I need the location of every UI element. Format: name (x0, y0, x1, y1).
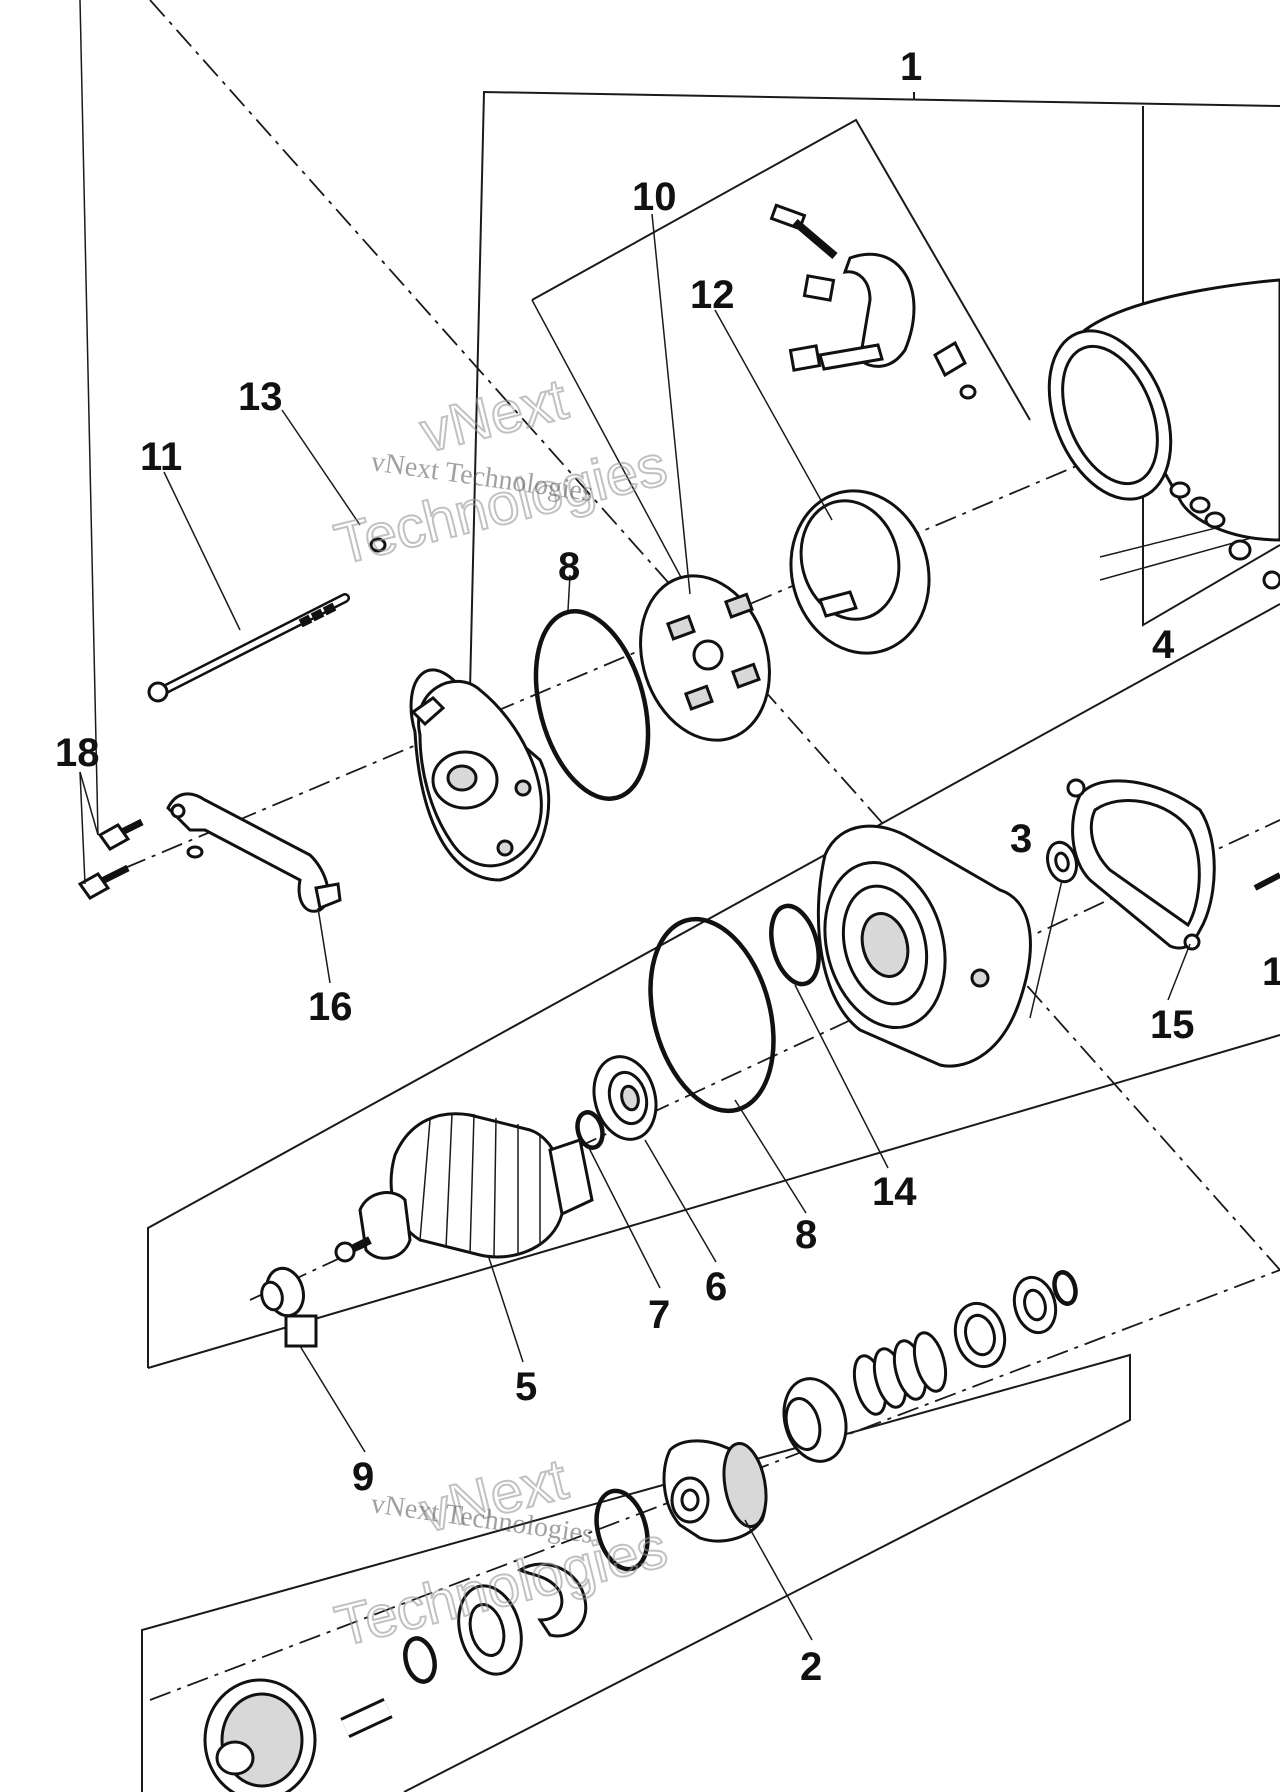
thrust-washer (457, 1584, 523, 1676)
callout-1-right: 1 (1262, 950, 1280, 994)
collar (1012, 1275, 1058, 1335)
yoke-housing (1047, 278, 1280, 590)
callout-6: 6 (705, 1265, 727, 1309)
spring-seat (953, 1301, 1007, 1369)
callout-13: 13 (238, 375, 283, 419)
callout-labels: 1 2 3 4 5 6 7 8 8 9 10 11 12 13 14 15 16… (55, 45, 1280, 1689)
sleeve (782, 1377, 848, 1463)
callout-3: 3 (1010, 817, 1032, 861)
callout-4: 4 (1152, 623, 1175, 667)
rear-end-cover (409, 668, 551, 882)
callout-10: 10 (632, 175, 677, 219)
callout-14: 14 (872, 1170, 917, 1214)
terminal-brush-assembly (769, 203, 977, 400)
callout-8-lower: 8 (795, 1213, 817, 1257)
o-ring-lower (648, 916, 776, 1114)
callout-15: 15 (1150, 1003, 1195, 1047)
front-housing (816, 824, 1032, 1068)
brush-holder-plate (639, 574, 771, 742)
callout-2: 2 (800, 1645, 822, 1689)
callout-11: 11 (140, 435, 182, 479)
bearing (592, 1055, 658, 1141)
assembly-brackets (141, 90, 1280, 1792)
stay-bracket (166, 792, 342, 913)
retainer-ring (594, 1488, 650, 1572)
mounting-bolts (77, 818, 144, 900)
through-bolt (147, 537, 387, 703)
clip-ring (1052, 1270, 1078, 1306)
callout-5: 5 (515, 1365, 537, 1409)
o-ring-small (769, 903, 821, 987)
pinion-shaft (203, 1678, 393, 1792)
callout-8-upper: 8 (558, 545, 580, 589)
commutator-end-frame (789, 489, 931, 655)
callout-12: 12 (690, 273, 735, 317)
screw-right (1253, 872, 1280, 891)
callout-9: 9 (352, 1455, 374, 1499)
armature (334, 1112, 594, 1263)
bushing (260, 1266, 318, 1348)
callout-18: 18 (55, 731, 100, 775)
callout-7: 7 (648, 1293, 670, 1337)
spring (852, 1331, 948, 1416)
leader-lines (79, 0, 1191, 1641)
callout-16: 16 (308, 985, 353, 1029)
callout-1: 1 (900, 45, 922, 89)
gasket (1066, 778, 1216, 951)
snap-ring-lower (403, 1636, 437, 1684)
clutch-assembly (662, 1439, 768, 1543)
stop-collar (516, 1562, 588, 1638)
washer-hole (1054, 851, 1070, 873)
snap-ring (575, 1110, 605, 1150)
o-ring-upper (533, 609, 651, 801)
